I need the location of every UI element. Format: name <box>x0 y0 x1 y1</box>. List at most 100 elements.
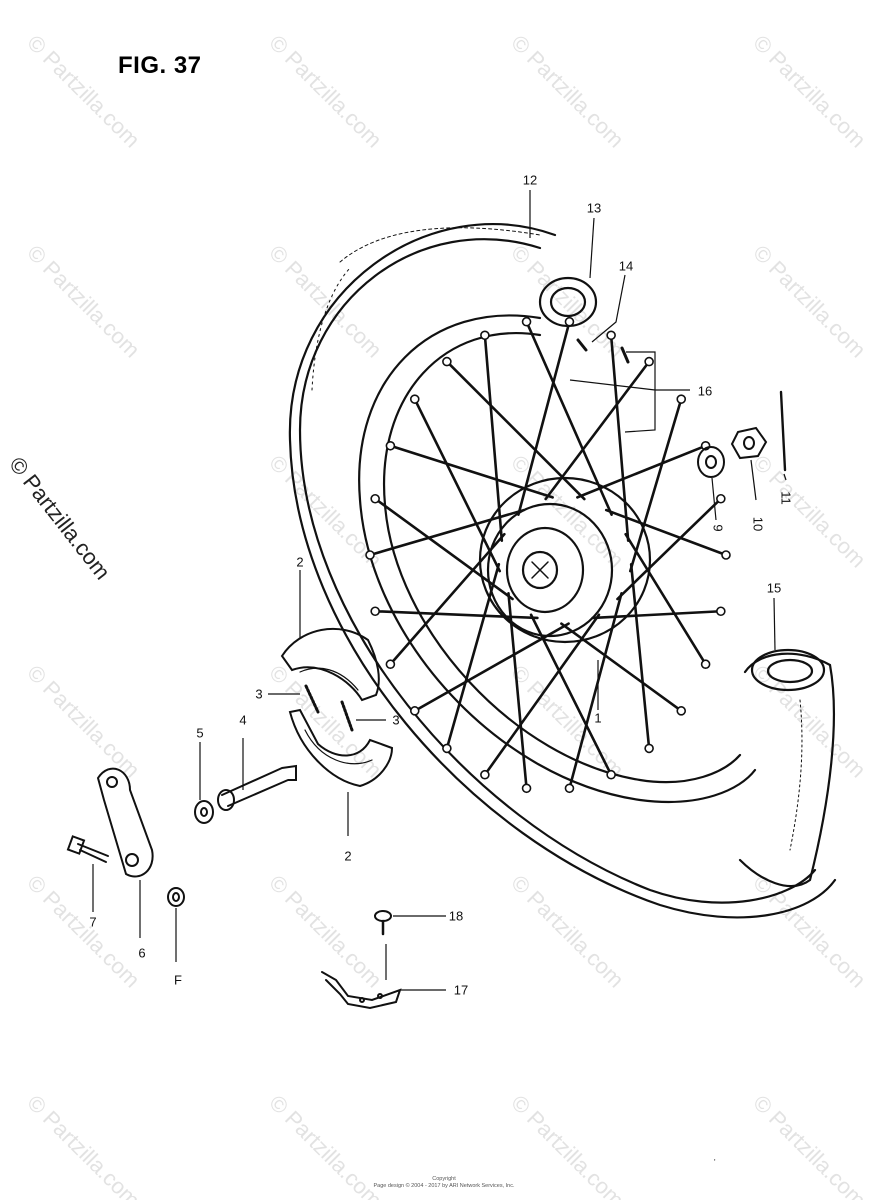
spoke <box>629 562 651 750</box>
spoke-nipple <box>644 743 654 754</box>
spoke <box>525 320 613 516</box>
rim-band <box>576 338 588 352</box>
tire-tread-top <box>339 227 541 263</box>
axle-washer <box>697 446 725 478</box>
callout-10: 10 <box>750 516 766 532</box>
hub-bearing <box>521 550 559 590</box>
brake-shoe-upper <box>280 627 380 702</box>
spoke <box>373 497 514 601</box>
hub-flange-inner <box>486 502 614 638</box>
hub-drum <box>505 526 585 614</box>
spoke <box>517 320 571 516</box>
callout-18: 18 <box>448 908 464 924</box>
spoke <box>529 613 613 777</box>
callout-17: 17 <box>453 982 469 998</box>
spoke <box>445 360 586 501</box>
spoke-nipple <box>716 493 726 504</box>
spoke-nipple <box>564 783 575 794</box>
cotter-pin <box>779 390 787 472</box>
brake-cam-shaft <box>221 764 297 807</box>
footer-page-design-line: Page design © 2004 - 2017 by ARI Network… <box>373 1183 515 1189</box>
cam-washer <box>194 800 214 824</box>
spoke-nipple <box>442 356 452 367</box>
spoke-nipple <box>409 394 420 404</box>
callout-14: 14 <box>618 258 634 274</box>
callout-8: F <box>174 972 182 988</box>
spoke <box>624 532 707 666</box>
spoke <box>483 333 504 542</box>
spoke-nipple <box>409 706 420 716</box>
rim-nipples <box>365 316 731 794</box>
spoke <box>604 508 728 557</box>
spoke <box>507 592 528 790</box>
spoke-nipple <box>644 356 654 367</box>
brake-spring-lower <box>340 700 354 732</box>
spoke-nipple <box>606 330 616 341</box>
spoke <box>628 397 683 573</box>
callout-13: 13 <box>586 200 602 216</box>
spoke <box>560 622 683 713</box>
callout-16: 16 <box>697 383 713 399</box>
callout-3-left: 3 <box>255 686 263 702</box>
callout-9: 9 <box>710 524 726 532</box>
spoke-sample <box>620 346 630 364</box>
spoke <box>389 532 506 666</box>
spoke <box>609 333 630 542</box>
brake-cam-lever <box>96 767 154 878</box>
spoke-nipple <box>606 769 616 780</box>
spoke-nipple <box>480 330 490 341</box>
brake-shoe-lower <box>288 708 394 788</box>
callout-7: 7 <box>89 914 97 930</box>
spoke-nipple <box>370 606 380 617</box>
callout-6: 6 <box>138 945 146 961</box>
spoke <box>413 622 570 713</box>
speedo-screw-head <box>374 910 392 922</box>
callout-4: 4 <box>239 712 247 728</box>
spoke <box>413 397 502 573</box>
spoke <box>616 497 723 601</box>
spoke <box>568 592 623 790</box>
spoke-nipple <box>521 783 532 794</box>
axle-castle-nut <box>730 426 768 460</box>
callout-15: 15 <box>766 580 782 596</box>
spoke <box>445 562 501 750</box>
spoke <box>389 444 554 499</box>
spoke-nipple <box>365 550 375 560</box>
spoke-nipple <box>442 743 452 754</box>
figure-title: FIG. 37 <box>118 52 202 79</box>
brake-stay-bracket <box>321 971 402 1010</box>
spoke-nipple <box>370 493 380 504</box>
spoke-nipple <box>480 769 490 780</box>
callout-1: 1 <box>594 710 602 726</box>
brake-spring-upper <box>304 684 320 714</box>
footer-copyright-line: Copyright <box>432 1176 456 1182</box>
spoke <box>373 609 539 620</box>
spoke <box>591 609 723 620</box>
rim-outline <box>358 314 757 804</box>
callout-5: 5 <box>196 725 204 741</box>
corner-mark: ' <box>714 1158 716 1167</box>
lever-nut <box>167 887 185 907</box>
tube-section <box>738 652 836 888</box>
spoke <box>368 508 526 557</box>
callout-2-top: 2 <box>296 554 304 570</box>
spoke-nipple <box>676 394 687 404</box>
spoke-nipple <box>676 706 687 716</box>
copyright-footer: Copyright Page design © 2004 - 2017 by A… <box>373 1176 514 1190</box>
spokes <box>368 320 728 790</box>
spoke-nipple <box>700 659 711 670</box>
spoke-nipple <box>716 606 726 617</box>
spoke <box>483 613 601 777</box>
spoke <box>576 444 707 499</box>
spoke <box>544 360 651 501</box>
spoke-nipple <box>564 316 575 327</box>
callout-12: 12 <box>522 172 538 188</box>
callout-2-bottom: 2 <box>344 848 352 864</box>
spoke-nipple <box>385 659 396 670</box>
callout-11: 11 <box>778 491 794 505</box>
spoke-nipple <box>521 316 532 327</box>
spoke-nipple <box>385 440 396 451</box>
callout-3-right: 3 <box>392 712 400 728</box>
